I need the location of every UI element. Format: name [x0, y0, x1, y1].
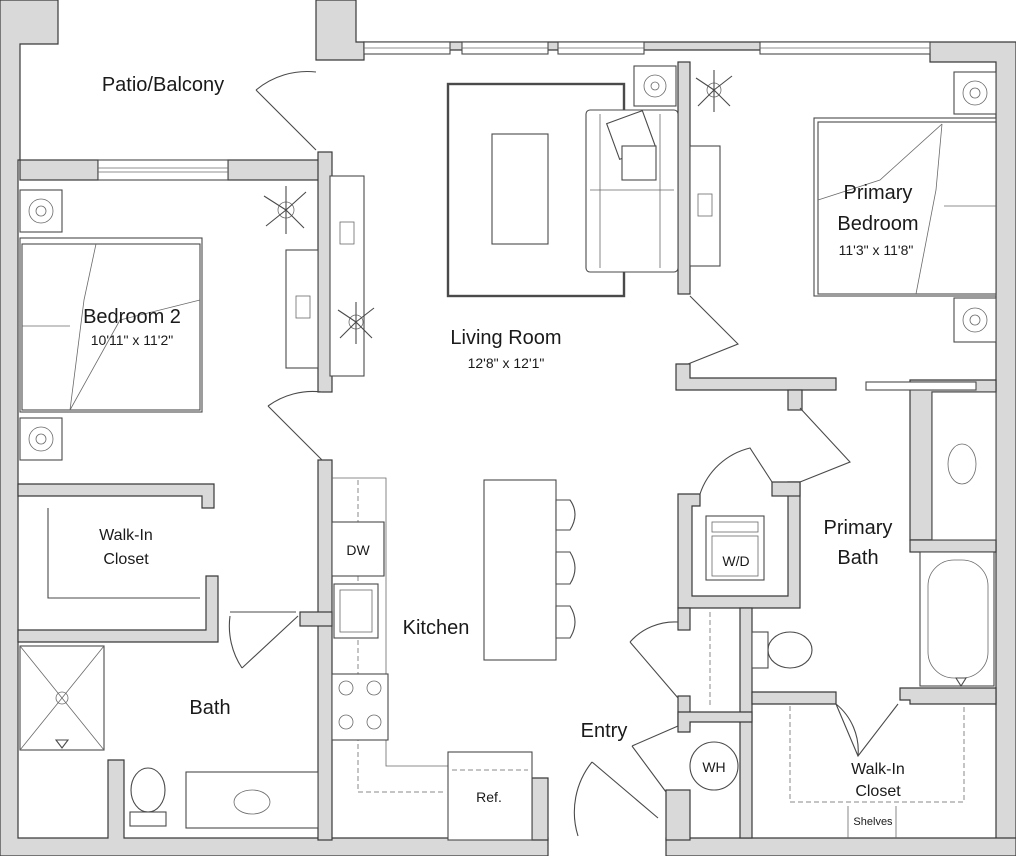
outer-wall-top — [363, 41, 1016, 856]
water-heater — [689, 741, 739, 791]
room-dim-primary: 11'3" x 11'8" — [839, 242, 914, 258]
room-label-closet-left-1: Walk-In — [99, 527, 153, 544]
entry-left-wall — [531, 777, 549, 841]
tv-console-living — [329, 175, 365, 377]
toilet-primary — [767, 631, 813, 669]
laundry-wall — [677, 481, 801, 609]
fixture-label-shelves: Shelves — [853, 816, 893, 828]
room-label-patio: Patio/Balcony — [102, 74, 224, 96]
vanity-bath — [185, 771, 319, 829]
primary-left-wall — [677, 61, 691, 295]
bath-right-wall — [317, 459, 333, 841]
side-table-living — [633, 65, 677, 107]
outer-wall-bottom-right — [665, 837, 1016, 856]
nightstand-b2-bottom — [19, 417, 63, 461]
door-entry — [573, 761, 659, 837]
stool — [555, 605, 576, 639]
door-bedroom2 — [267, 390, 323, 461]
primary-closet-wall-2 — [899, 687, 997, 705]
entry-wall — [665, 789, 691, 841]
nightstand-primary-top — [953, 71, 997, 115]
toilet-tank — [129, 811, 167, 827]
room-label-entry: Entry — [581, 720, 628, 742]
dishwasher — [331, 521, 385, 577]
fixture-label-ref: Ref. — [476, 789, 502, 805]
room-label-bath: Bath — [189, 697, 230, 719]
door-hall-closet — [629, 621, 679, 699]
room-label-closet-right-1: Walk-In — [851, 761, 905, 778]
coffee-table — [491, 133, 549, 245]
door-primary-bath — [799, 407, 851, 483]
closet-stack-wall — [739, 607, 753, 839]
plant-icon — [263, 186, 307, 234]
furniture — [19, 65, 997, 841]
doors — [47, 70, 899, 837]
stool — [555, 499, 576, 531]
windows — [97, 41, 977, 391]
room-label-living: Living Room — [450, 327, 561, 349]
patio-wall — [19, 159, 99, 181]
door-laundry — [699, 447, 773, 495]
room-label-primary-bath-1: Primary — [824, 517, 893, 539]
door-left-closet — [47, 508, 200, 599]
room-dim-bedroom2: 10'11" x 11'2" — [91, 332, 174, 348]
primary-bottom-stub — [787, 389, 803, 411]
range — [331, 673, 389, 741]
closet-right-shelving — [789, 706, 965, 803]
closet-bottom-wall — [17, 575, 219, 643]
refrigerator — [447, 751, 533, 841]
room-label-closet-left-2: Closet — [103, 551, 149, 568]
door-primary — [687, 295, 739, 365]
primary-bath-wall-2 — [909, 539, 997, 553]
room-label-kitchen: Kitchen — [403, 617, 470, 639]
room-label-primary-1: Primary — [844, 182, 913, 204]
patio-wall-2 — [227, 159, 331, 181]
door-wh — [631, 725, 679, 793]
room-label-primary-2: Bedroom — [837, 213, 918, 235]
room-label-bedroom2: Bedroom 2 — [83, 306, 181, 328]
toilet-bath — [130, 767, 166, 813]
fixture-label-wd: W/D — [722, 553, 749, 569]
stool — [555, 551, 576, 585]
bed-primary-inner — [817, 121, 997, 295]
dresser-primary — [689, 145, 721, 267]
laundry-top-stub — [771, 481, 801, 497]
cushion — [621, 145, 657, 181]
bedroom2-bottom-wall — [17, 483, 215, 509]
dresser-bedroom2 — [285, 249, 319, 369]
nightstand-primary-bottom — [953, 297, 997, 343]
bathtub — [919, 551, 995, 687]
outer-wall-top-pillar — [315, 0, 365, 61]
plant-icon — [695, 70, 733, 112]
door-patio — [255, 70, 317, 151]
labels: Patio/Balcony Bedroom 2 10'11" x 11'2" L… — [83, 74, 919, 828]
kitchen-sink — [333, 583, 379, 639]
door-primary-closet — [835, 703, 899, 758]
window-primary-bath — [865, 381, 977, 391]
fixture-label-wh: WH — [702, 759, 725, 775]
bath-top-wall-right — [299, 611, 333, 627]
room-label-primary-bath-2: Bath — [837, 547, 878, 569]
window-patio — [97, 159, 229, 181]
bed-bedroom2-inner — [21, 243, 201, 411]
kitchen-island — [483, 479, 557, 661]
hall-wall-1 — [677, 607, 691, 631]
room-dim-living: 12'8" x 12'1" — [468, 355, 545, 371]
door-bath — [228, 611, 299, 669]
primary-bottom-wall-left — [675, 363, 837, 391]
primary-closet-wall — [751, 691, 837, 705]
room-label-closet-right-2: Closet — [855, 783, 901, 800]
washer-dryer — [705, 515, 765, 581]
outer-wall-left — [0, 0, 549, 856]
fixture-label-dw: DW — [346, 542, 370, 558]
plant-icon — [337, 302, 375, 344]
toilet-primary-tank — [751, 631, 769, 669]
wh-closet-wall — [677, 711, 753, 733]
nightstand-b2-top — [19, 189, 63, 233]
vanity-primary — [931, 391, 997, 541]
